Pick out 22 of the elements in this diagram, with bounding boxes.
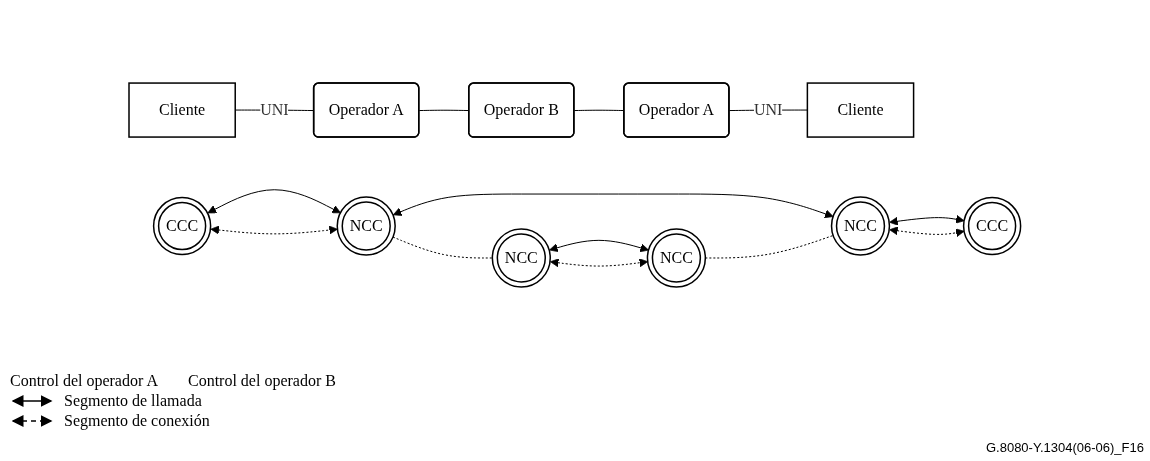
arrow (889, 226, 965, 238)
arrow (550, 258, 649, 268)
node-circle: CCC (963, 196, 1022, 256)
node-circle: NCC (336, 196, 397, 256)
arrow (549, 239, 650, 253)
arrow (210, 225, 338, 235)
node-box: Cliente (806, 82, 915, 138)
node-circle: NCC (491, 228, 552, 288)
arrow (889, 214, 965, 226)
node-circle: NCC (646, 228, 707, 288)
region-label: Control del operador A (10, 372, 158, 390)
legend-text: Segmento de conexión (64, 412, 210, 430)
arrow (207, 189, 341, 214)
legend-text: Segmento de llamada (64, 392, 202, 410)
node-circle: CCC (153, 196, 212, 256)
region-label: Control del operador B (187, 372, 336, 390)
node-box: Cliente (128, 82, 237, 138)
edge-label: UNI (754, 101, 783, 119)
arrow (393, 193, 834, 219)
node-circle: NCC (830, 196, 891, 256)
edge-label: UNI (260, 101, 289, 119)
figure-id: G.8080-Y.1304(06-06)_F16 (985, 440, 1144, 455)
